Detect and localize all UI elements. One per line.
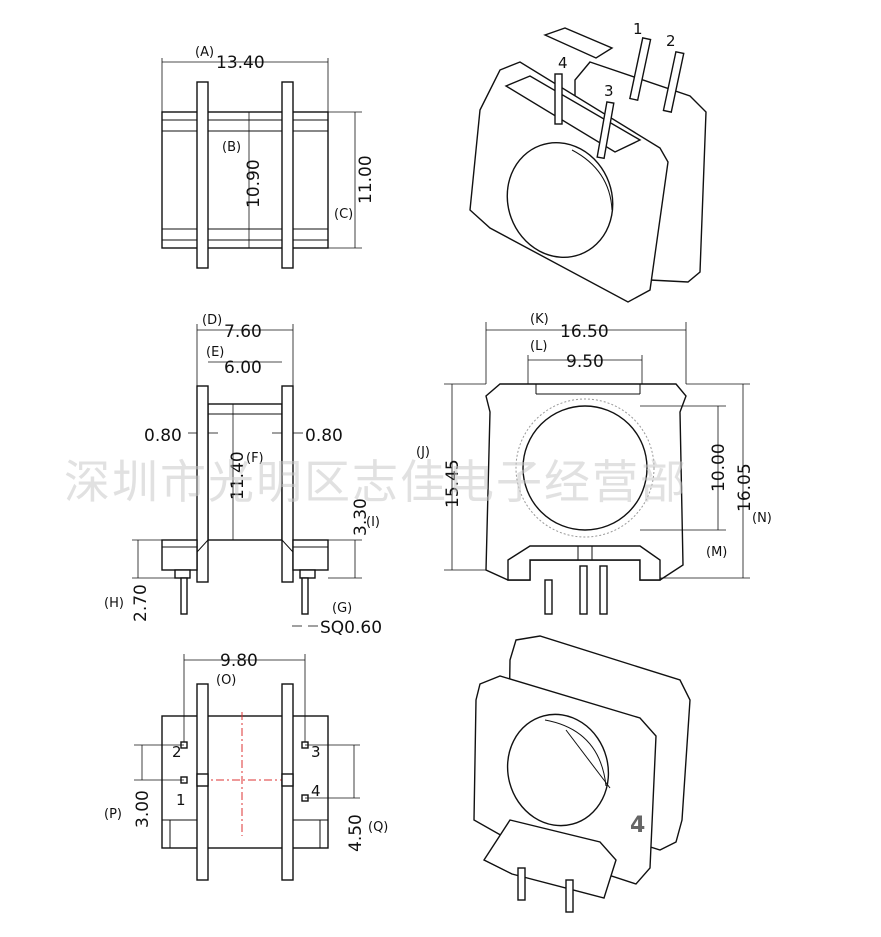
- dim-e-value: 6.00: [224, 358, 262, 378]
- dim-flange-right: 0.80: [305, 426, 343, 446]
- dim-e-tag: (E): [206, 345, 224, 360]
- dim-l-tag: (L): [530, 339, 547, 354]
- iso-pin-2: 2: [666, 32, 676, 50]
- iso-view-bottom: 4: [473, 635, 691, 913]
- dim-i-tag: (I): [366, 515, 380, 530]
- dim-n-value: 16.05: [735, 463, 755, 512]
- top-view: (A) 13.40 (B) 10.90 (C) 11.00: [161, 45, 376, 269]
- dim-g-value: SQ0.60: [320, 618, 382, 638]
- dim-d-value: 7.60: [224, 322, 262, 342]
- bottom-pin-2: 2: [172, 743, 182, 761]
- front-view: (D) 7.60 (E) 6.00 0.80 0.80 (F) 11.40 (I…: [104, 313, 382, 638]
- dim-m-value: 10.00: [709, 443, 729, 492]
- dim-f-value: 11.40: [228, 451, 248, 500]
- dim-k-tag: (K): [530, 312, 549, 327]
- bottom-view: 2 1 3 4 9.80 (O) (P) 3.00 (Q) 4.50: [104, 651, 388, 881]
- bottom-pin-1: 1: [176, 791, 186, 809]
- dim-a-value: 13.40: [216, 53, 265, 73]
- dim-q-value: 4.50: [346, 814, 366, 852]
- dim-a-tag: (A): [195, 45, 214, 60]
- dim-b-tag: (B): [222, 140, 241, 155]
- dim-n-tag: (N): [752, 511, 772, 526]
- bottom-pin-3: 3: [311, 743, 321, 761]
- bottom-pin-4: 4: [311, 782, 321, 800]
- dim-flange-left: 0.80: [144, 426, 182, 446]
- side-view: (K) 16.50 (L) 9.50 (J) 15.45 (M) 10.00 (…: [416, 312, 772, 615]
- iso-pin-3: 3: [604, 82, 614, 100]
- dim-i-value: 3.30: [351, 498, 371, 536]
- dim-q-tag: (Q): [368, 820, 388, 835]
- iso-pin-1: 1: [633, 20, 643, 38]
- dim-l-value: 9.50: [566, 352, 604, 372]
- dim-k-value: 16.50: [560, 322, 609, 342]
- dim-o-value: 9.80: [220, 651, 258, 671]
- dim-p-value: 3.00: [133, 790, 153, 828]
- watermark-text: 深圳市光明区志佳电子经营部: [64, 455, 688, 509]
- iso-pin-4: 4: [558, 54, 568, 72]
- dim-b-value: 10.90: [244, 159, 264, 208]
- dim-c-tag: (C): [334, 207, 353, 222]
- iso-view-top: 1 2 3 4: [469, 20, 707, 303]
- dim-g-tag: (G): [332, 601, 352, 616]
- dim-h-value: 2.70: [131, 584, 151, 622]
- dim-j-tag: (J): [416, 445, 430, 460]
- dim-m-tag: (M): [706, 545, 727, 560]
- dim-h-tag: (H): [104, 596, 124, 611]
- dim-d-tag: (D): [202, 313, 222, 328]
- dim-j-value: 15.45: [443, 459, 463, 508]
- dim-f-tag: (F): [246, 451, 264, 466]
- dim-o-tag: (O): [216, 673, 236, 688]
- iso-bottom-pin-label: 4: [630, 813, 645, 838]
- dim-p-tag: (P): [104, 807, 122, 822]
- dim-c-value: 11.00: [356, 155, 376, 204]
